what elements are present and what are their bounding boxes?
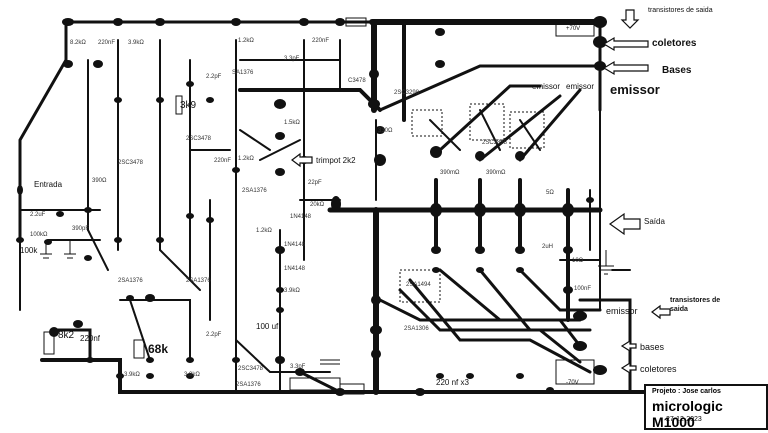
- annotation-v-plus: +70V: [566, 26, 581, 32]
- annotation-c-220nf-x3: 220 nf x3: [436, 378, 469, 387]
- part-label: 1N4148: [284, 266, 306, 272]
- annotation-saida: Saída: [644, 217, 665, 226]
- part-label: 2uH: [542, 244, 554, 250]
- part-label: 10Ω: [572, 258, 584, 264]
- part-label: 1.2kΩ: [256, 228, 272, 234]
- arrows: [291, 9, 671, 375]
- title-block: Projeto : Jose carlos micrologic M1000 2…: [644, 384, 768, 430]
- part-label: 22pF: [308, 180, 322, 186]
- annotation-transistores-top: transistores de saida: [648, 7, 713, 14]
- annotation-r-100k: 100k: [20, 246, 38, 255]
- project-author: Projeto : Jose carlos: [652, 388, 721, 395]
- part-label: 100nF: [574, 286, 592, 292]
- part-label: 220nF: [312, 38, 330, 44]
- part-label: 2SC3858: [482, 140, 508, 146]
- part-label: 1N4148: [290, 214, 312, 220]
- part-label: 2SC3478: [238, 366, 264, 372]
- part-label: 3.3pF: [284, 56, 300, 62]
- part-label: SA1376: [232, 70, 254, 76]
- annotation-transistores-bottom: transistores de saida: [670, 297, 721, 313]
- part-label: 2SA1376: [236, 382, 261, 388]
- part-label: 2SA1376: [118, 278, 143, 284]
- part-label: 100kΩ: [30, 232, 48, 238]
- part-label: 390pF: [72, 226, 90, 232]
- annotation-emissor-a: emissor: [532, 82, 561, 91]
- part-label: 3.9kΩ: [124, 372, 140, 378]
- annotation-emissor-top: emissor: [610, 82, 660, 97]
- part-label: 8.2kΩ: [70, 40, 86, 46]
- part-label: 390mΩ: [440, 170, 460, 176]
- part-label: 1.5kΩ: [284, 120, 300, 126]
- annotation-trimpot: trimpot 2k2: [316, 156, 356, 165]
- part-label: 20kΩ: [310, 202, 325, 208]
- annotation-coletores-top: coletores: [652, 38, 697, 49]
- part-label: 2SA1306: [404, 326, 429, 332]
- part-label: 2.2uF: [30, 212, 46, 218]
- part-label: 330Ω: [378, 128, 393, 134]
- component-bodies: [40, 17, 614, 395]
- part-label: 3.9kΩ: [128, 40, 144, 46]
- annotation-bases-bottom: bases: [640, 342, 665, 352]
- part-label: 2.2pF: [206, 332, 222, 338]
- annotation-coletores-bottom: coletores: [640, 364, 677, 374]
- part-label: 2SC3478: [118, 160, 144, 166]
- annotation-c-100uf: 100 uf: [256, 322, 279, 331]
- part-label: 2SC3298: [394, 90, 420, 96]
- part-label: C3478: [348, 78, 366, 84]
- part-label: 2SC3478: [186, 136, 212, 142]
- annotation-c-220nf: 220nf: [80, 334, 101, 343]
- project-name: micrologic M1000: [652, 398, 723, 430]
- part-label: 3.9kΩ: [184, 372, 200, 378]
- part-label: 2.2pF: [206, 74, 222, 80]
- part-label: 220nF: [214, 158, 232, 164]
- part-label: 390Ω: [92, 178, 107, 184]
- part-label: 1N4148: [284, 242, 306, 248]
- annotation-bases-top: Bases: [662, 65, 692, 76]
- part-label: 2SA1376: [186, 278, 211, 284]
- part-label: 2SA1494: [406, 282, 431, 288]
- part-label: 5Ω: [546, 190, 554, 196]
- part-label: 220nF: [98, 40, 116, 46]
- part-label: 1.2kΩ: [238, 38, 254, 44]
- annotation-r-68k: 68k: [148, 342, 169, 356]
- part-label: 2SA1376: [242, 188, 267, 194]
- annotation-r-8k2: 8k2: [58, 330, 75, 341]
- annotation-r-3k9: 3k9: [180, 100, 197, 111]
- part-label: 390mΩ: [486, 170, 506, 176]
- part-label: 3.3pF: [290, 364, 306, 370]
- annotation-entrada: Entrada: [34, 180, 63, 189]
- project-date: 27-12-2023: [666, 416, 702, 423]
- part-label: 3.9kΩ: [284, 288, 300, 294]
- pads: [16, 16, 607, 396]
- annotation-emissor-b: emissor: [566, 82, 595, 91]
- part-label: 1.2kΩ: [238, 156, 254, 162]
- annotation-v-minus: -70V: [566, 380, 579, 386]
- annotation-emissor-bottom: emissor: [606, 306, 638, 316]
